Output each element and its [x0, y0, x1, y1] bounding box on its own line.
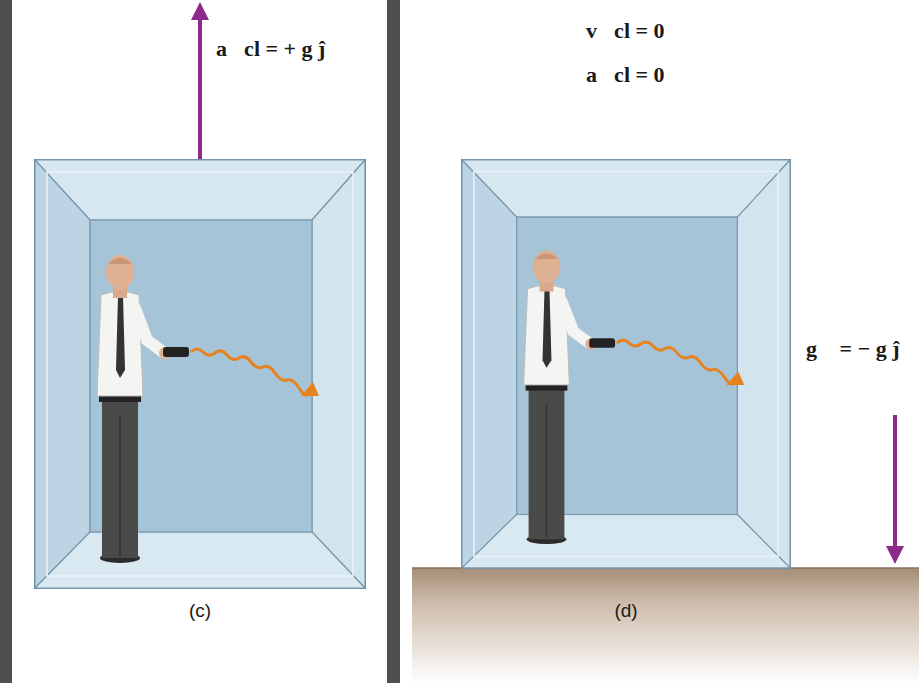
- velocity-label: v⃗cl = 0: [586, 18, 665, 44]
- acceleration-label: a⃗cl = + g ĵ: [216, 36, 325, 62]
- gravity-label: g⃗ = − g ĵ: [806, 336, 900, 362]
- acceleration-label: a⃗cl = 0: [586, 62, 665, 88]
- panel-caption: (c): [189, 600, 211, 623]
- panel-caption: (d): [614, 600, 637, 623]
